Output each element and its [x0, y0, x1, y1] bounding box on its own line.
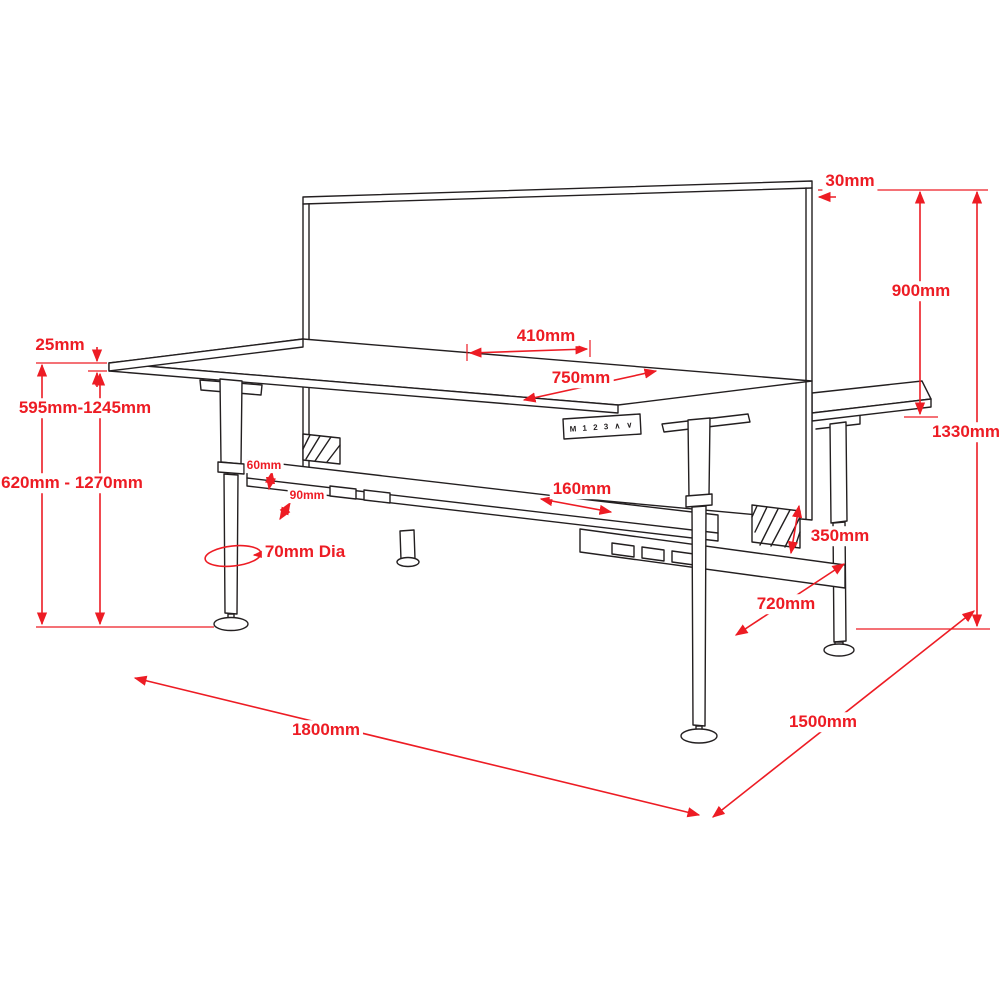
dim-label-upper-frame: 60mm	[244, 458, 284, 473]
dim-label-screen-below-desk: 350mm	[807, 526, 873, 546]
dim-label-lower-frame: 90mm	[287, 488, 327, 503]
dim-arrow-upper-frame	[264, 470, 277, 491]
dim-arrow-worktop-width	[133, 675, 701, 818]
far-desk	[811, 380, 932, 657]
dim-label-overall-depth: 1500mm	[785, 712, 861, 732]
dim-label-screen-height: 900mm	[888, 281, 954, 301]
frame-beam	[246, 459, 719, 542]
dim-label-frame-height-range: 595mm-1245mm	[15, 398, 155, 418]
center-foot	[396, 556, 420, 568]
ref-lines-worktop-thickness	[36, 362, 107, 372]
dim-arrow-screen-to-edge	[468, 344, 589, 358]
left-leg	[199, 378, 263, 632]
dim-arrow-lower-frame	[279, 501, 291, 521]
cable-slot	[363, 489, 391, 504]
dim-label-leg-diameter: 70mm Dia	[261, 542, 349, 562]
dim-label-worktop-depth: 750mm	[548, 368, 614, 388]
dim-label-overall-height: 1330mm	[928, 422, 1000, 442]
dim-label-worktop-height-range: 620mm - 1270mm	[0, 473, 146, 493]
left-foot	[213, 616, 249, 632]
ref-ticks-410	[466, 340, 591, 361]
desk-structure	[108, 180, 932, 744]
dim-label-beam-height: 160mm	[549, 479, 615, 499]
dim-label-foot-length: 720mm	[753, 594, 819, 614]
dim-label-screen-thickness: 30mm	[822, 171, 878, 191]
dim-arrow-beam-height	[539, 496, 613, 515]
control-panel	[562, 413, 642, 440]
cable-slot	[611, 542, 635, 558]
dim-label-worktop-width: 1800mm	[288, 720, 364, 740]
cable-slot	[641, 546, 665, 562]
right-foot	[680, 728, 718, 744]
cable-slot	[329, 485, 357, 500]
dim-label-worktop-thickness: 25mm	[32, 335, 88, 355]
far-foot	[823, 643, 855, 657]
left-bracket	[302, 433, 341, 465]
dim-arrow-screen-below-desk	[787, 504, 803, 555]
cable-slot	[671, 550, 695, 566]
dim-label-screen-to-edge: 410mm	[513, 326, 579, 346]
